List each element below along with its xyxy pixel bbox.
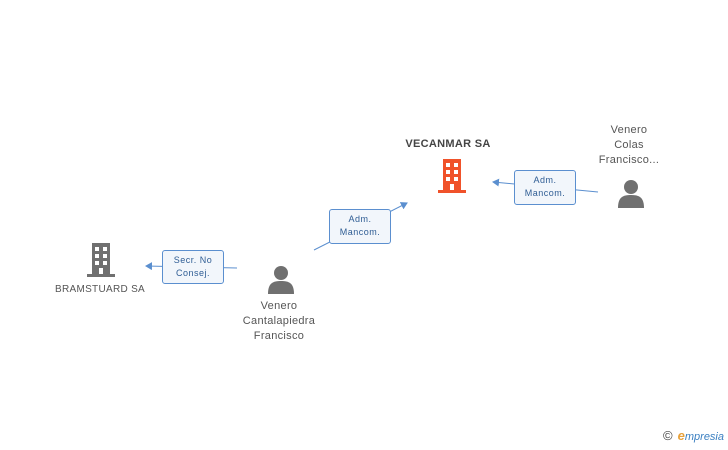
- person-label-cantalapiedra[interactable]: Venero Cantalapiedra Francisco: [229, 299, 329, 344]
- role-badge-cantalapiedra-vecanmar[interactable]: Adm. Mancom.: [329, 209, 391, 244]
- person-name-line: Venero: [610, 124, 648, 136]
- role-text: Consej.: [175, 268, 210, 278]
- company-label-bramstuard[interactable]: BRAMSTUARD SA: [54, 284, 146, 295]
- company-label-vecanmar[interactable]: VECANMAR SA: [405, 138, 491, 150]
- person-name-line: Francisco: [253, 330, 305, 342]
- brand-name: mpresia: [684, 431, 724, 443]
- person-name-line: Francisco...: [598, 154, 660, 166]
- role-text: Adm.: [348, 214, 372, 224]
- copyright-icon: ©: [663, 428, 673, 443]
- brand-logo: © empresia: [663, 428, 724, 443]
- building-icon[interactable]: [437, 159, 467, 198]
- role-text: Secr. No: [173, 255, 213, 265]
- building-icon[interactable]: [86, 243, 116, 282]
- person-name-line: Cantalapiedra: [242, 315, 316, 327]
- person-name-line: Venero: [260, 300, 298, 312]
- brand-initial: e: [677, 428, 685, 443]
- person-icon[interactable]: [617, 178, 645, 213]
- role-text: Mancom.: [524, 188, 566, 198]
- role-text: Mancom.: [339, 227, 381, 237]
- person-name-line: Colas: [614, 139, 644, 151]
- role-badge-colas-vecanmar[interactable]: Adm. Mancom.: [514, 170, 576, 205]
- person-label-colas[interactable]: Venero Colas Francisco...: [584, 123, 674, 168]
- role-badge-cantalapiedra-bramstuard[interactable]: Secr. No Consej.: [162, 250, 224, 284]
- person-icon[interactable]: [267, 264, 295, 299]
- role-text: Adm.: [533, 175, 557, 185]
